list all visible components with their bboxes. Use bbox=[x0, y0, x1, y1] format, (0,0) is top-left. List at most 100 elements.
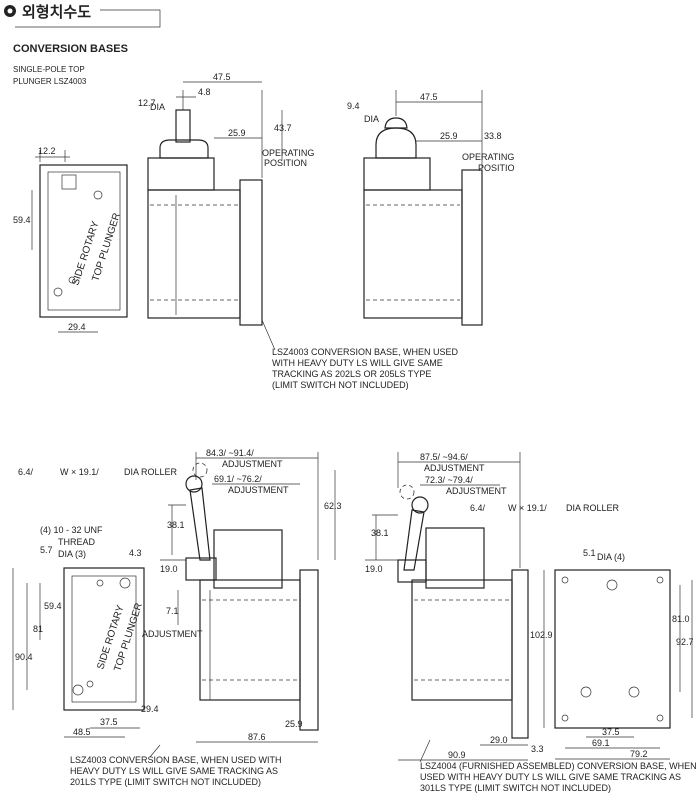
bottom-left-side-view: 84.3/ ~91.4/ ADJUSTMENT 69.1/ ~76.2/ ADJ… bbox=[142, 448, 342, 743]
dim-43-7: 43.7 bbox=[274, 123, 292, 133]
switch-body bbox=[363, 189, 463, 319]
bottom-left-note: LSZ4003 CONVERSION BASE, WHEN USED WITH … bbox=[70, 744, 282, 787]
top-note: LSZ4003 CONVERSION BASE, WHEN USED WITH … bbox=[261, 319, 459, 390]
thread-label2: THREAD bbox=[58, 537, 96, 547]
switch-upper bbox=[147, 157, 215, 191]
face-plate bbox=[554, 569, 671, 729]
leader-line bbox=[419, 739, 431, 763]
switch-body bbox=[199, 579, 301, 701]
hole-icon bbox=[96, 579, 104, 587]
hole-icon bbox=[53, 287, 63, 297]
bottom-right-note: LSZ4004 (FURNISHED ASSEMBLED) CONVERSION… bbox=[419, 739, 697, 793]
dim-29-4: 29.4 bbox=[68, 322, 86, 332]
adj-label: ADJUSTMENT bbox=[222, 459, 283, 469]
position-label: POSITIO bbox=[478, 163, 515, 173]
face-plate bbox=[63, 567, 145, 711]
lever-hub bbox=[185, 557, 217, 581]
adj-87: 87.5/ ~94.6/ bbox=[420, 452, 468, 462]
br-note-line1: LSZ4004 (FURNISHED ASSEMBLED) CONVERSION… bbox=[420, 761, 697, 771]
w-19-1: W × 19.1/ bbox=[508, 503, 547, 513]
dim-38-1: 38.1 bbox=[167, 520, 185, 530]
base-plate bbox=[299, 569, 319, 731]
dim-29-0: 29.0 bbox=[490, 735, 508, 745]
plunger-head bbox=[375, 127, 417, 159]
dim-12-7: 12.7 bbox=[138, 98, 156, 108]
plunger-shaft bbox=[175, 109, 191, 143]
roller-alt-icon bbox=[192, 462, 208, 478]
dim-5-1: 5.1 bbox=[583, 548, 596, 558]
hole-icon bbox=[628, 686, 640, 698]
roller-icon bbox=[185, 475, 203, 493]
top-note-line4: (LIMIT SWITCH NOT INCLUDED) bbox=[272, 380, 409, 390]
dim-81-0: 81.0 bbox=[672, 614, 690, 624]
dim-48-5: 48.5 bbox=[73, 727, 91, 737]
dim-47-5: 47.5 bbox=[420, 92, 438, 102]
base-plate bbox=[461, 169, 483, 326]
hole-icon bbox=[72, 684, 84, 696]
hole-icon bbox=[93, 190, 103, 200]
adj-label: ADJUSTMENT bbox=[424, 463, 485, 473]
operating-label: OPERATING bbox=[262, 148, 314, 158]
face-inner bbox=[47, 171, 121, 311]
top-note-line3: TRACKING AS 202LS OR 205LS TYPE bbox=[272, 369, 431, 379]
bottom-right-face-view: 5.1 DIA (4) 81.0 102.9 92.7 3.3 37.5 69.… bbox=[530, 548, 694, 760]
dim-25-9: 25.9 bbox=[228, 128, 246, 138]
dim-69-1: 69.1 bbox=[592, 738, 610, 748]
dim-7-1: 7.1 bbox=[166, 606, 179, 616]
hole-icon bbox=[68, 276, 76, 284]
adj-84: 84.3/ ~91.4/ bbox=[206, 448, 254, 458]
hole-icon bbox=[606, 579, 618, 591]
dim-25-9: 25.9 bbox=[440, 131, 458, 141]
dim-90-4: 90.4 bbox=[15, 652, 33, 662]
br-note-line3: 301LS TYPE (LIMIT SWITCH NOT INCLUDED) bbox=[420, 783, 611, 793]
dim-4-3: 4.3 bbox=[129, 548, 142, 558]
hole-icon bbox=[580, 686, 592, 698]
switch-body bbox=[411, 579, 513, 701]
dim-4-8: 4.8 bbox=[198, 87, 211, 97]
dim-5-7: 5.7 bbox=[40, 545, 53, 555]
dim-37-5: 37.5 bbox=[100, 717, 118, 727]
w-6-4: 6.4/ bbox=[18, 467, 34, 477]
lever-hub bbox=[397, 559, 427, 583]
hole-icon bbox=[656, 576, 664, 584]
adj-label2: ADJUSTMENT bbox=[446, 486, 507, 496]
plunger-head bbox=[159, 139, 209, 159]
dim-19-0: 19.0 bbox=[160, 564, 178, 574]
dim-47-5: 47.5 bbox=[213, 72, 231, 82]
adj-label2: ADJUSTMENT bbox=[228, 485, 289, 495]
dim-3-3: 3.3 bbox=[531, 744, 544, 754]
dim-9-4: 9.4 bbox=[347, 101, 360, 111]
dim-37-5: 37.5 bbox=[602, 727, 620, 737]
dia4-label: DIA (4) bbox=[597, 552, 625, 562]
dim-102-9: 102.9 bbox=[530, 630, 553, 640]
hole-icon bbox=[119, 577, 131, 589]
hole-icon bbox=[86, 680, 94, 688]
base-plate bbox=[511, 569, 529, 739]
roller-icon bbox=[411, 496, 429, 514]
dim-87-6: 87.6 bbox=[248, 732, 266, 742]
dim-92-7: 92.7 bbox=[676, 637, 694, 647]
adj-72: 72.3/ ~79.4/ bbox=[425, 475, 473, 485]
w-19-1: W × 19.1/ bbox=[60, 467, 99, 477]
dia-label: DIA bbox=[150, 102, 165, 112]
lever-arm bbox=[189, 487, 211, 561]
bottom-left-face-view: 6.4/ W × 19.1/ DIA ROLLER (4) 10 - 32 UN… bbox=[12, 467, 178, 738]
hole-icon bbox=[656, 714, 664, 722]
head-block bbox=[213, 529, 283, 589]
dim-90-9: 90.9 bbox=[448, 750, 466, 760]
top-right-side-view: 47.5 9.4 DIA 25.9 33.8 OPERATING POSITIO bbox=[347, 90, 515, 326]
dim-19-0: 19.0 bbox=[365, 564, 383, 574]
plunger-tip bbox=[384, 117, 408, 129]
dim-59-4: 59.4 bbox=[44, 601, 62, 611]
dim-29-4: 29.4 bbox=[141, 704, 159, 714]
dia-label: DIA bbox=[364, 114, 379, 124]
dia3-label: DIA (3) bbox=[58, 549, 86, 559]
subtitle-line2: PLUNGER LSZ4003 bbox=[13, 77, 87, 86]
dim-25-9: 25.9 bbox=[285, 719, 303, 729]
dia-roller: DIA ROLLER bbox=[566, 503, 620, 513]
position-label: POSITION bbox=[264, 158, 307, 168]
leader-line bbox=[149, 744, 161, 758]
dim-12-2: 12.2 bbox=[38, 146, 56, 156]
